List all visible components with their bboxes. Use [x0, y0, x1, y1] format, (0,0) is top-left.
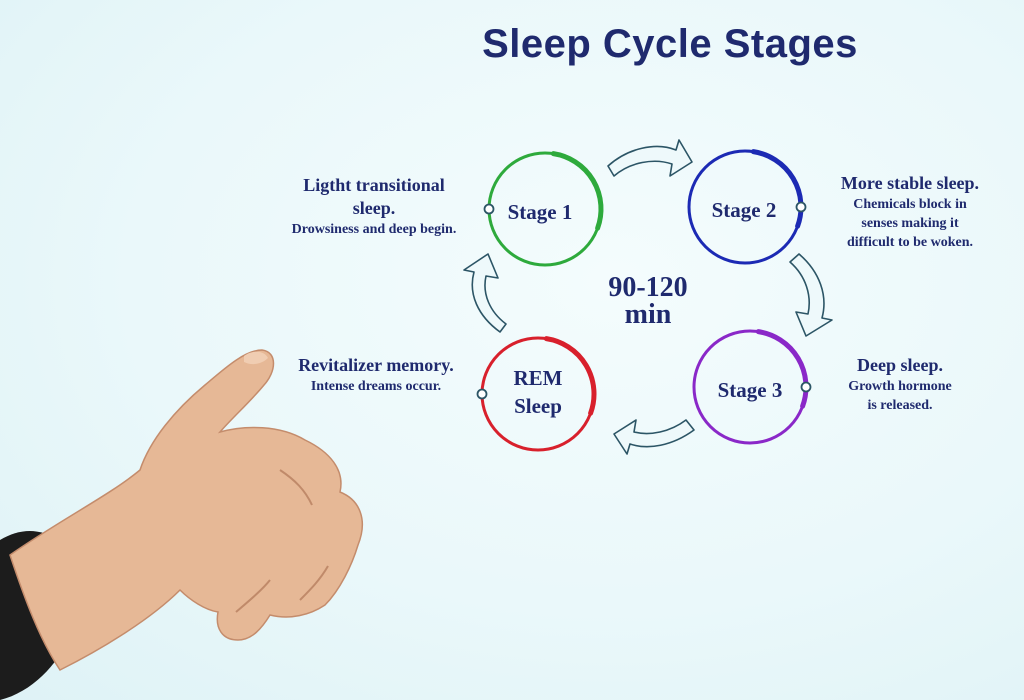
- cycle-duration: 90-120 min: [578, 272, 718, 330]
- stage-circles: [476, 149, 812, 452]
- stage-1-label-line: Stage 1: [507, 200, 573, 224]
- stage-1-connector-dot: [483, 203, 495, 215]
- pointing-hand-illustration: [0, 349, 363, 700]
- stage-2-description-body-1: Chemicals block in: [853, 197, 967, 212]
- stage-3-description-body-2: is released.: [867, 398, 933, 413]
- rem-sleep-label: REM Sleep: [478, 364, 598, 420]
- arrow-stage3-to-rem: [613, 419, 695, 455]
- stage-3-description-head-1: Deep sleep.: [857, 355, 943, 375]
- rem-sleep-description-body-1: Intense dreams occur.: [310, 379, 442, 394]
- stage-1-description: Ligtht transitional sleep. Drowsiness an…: [262, 174, 486, 239]
- stage-1-description-head-2: sleep.: [352, 198, 396, 218]
- stage-2-connector-dot: [795, 201, 807, 213]
- rem-sleep-connector-dot: [476, 388, 488, 400]
- stage-3-label: Stage 3: [690, 376, 810, 404]
- stage-1-label: Stage 1: [480, 198, 600, 226]
- stage-3-label-line: Stage 3: [717, 378, 783, 402]
- stage-1-description-head-1: Ligtht transitional: [303, 175, 445, 195]
- stage-2-description-body-3: difficult to be woken.: [847, 235, 973, 250]
- rem-sleep-accent-arc: [543, 336, 597, 416]
- cycle-duration-unit: min: [624, 299, 672, 330]
- rem-sleep-label-line-1: REM: [513, 366, 563, 390]
- arrow-rem-to-stage1: [463, 253, 507, 333]
- arrow-stage1-to-stage2: [607, 139, 693, 177]
- stage-2-description: More stable sleep. Chemicals block in se…: [812, 172, 1008, 252]
- stage-2-accent-arc: [750, 149, 804, 229]
- stage-3-accent-arc: [755, 329, 809, 409]
- stage-3-description: Deep sleep. Growth hormone is released.: [816, 354, 984, 415]
- rem-sleep-label-line-2: Sleep: [514, 394, 562, 418]
- stage-1-description-body-1: Drowsiness and deep begin.: [291, 222, 457, 237]
- stage-2-description-body-2: senses making it: [861, 216, 959, 231]
- stage-2-label-line: Stage 2: [711, 198, 777, 222]
- stage-2-label: Stage 2: [684, 196, 804, 224]
- cycle-arrows: [463, 139, 833, 455]
- rem-sleep-description-head-1: Revitalizer memory.: [298, 355, 454, 375]
- stage-1-accent-arc: [550, 151, 604, 231]
- finger-crease: [235, 469, 329, 613]
- stage-3-description-body-1: Growth hormone: [848, 379, 952, 394]
- rem-sleep-description: Revitalizer memory. Intense dreams occur…: [274, 354, 478, 396]
- stage-2-description-head-1: More stable sleep.: [840, 173, 980, 193]
- cycle-duration-value: 90-120: [608, 272, 688, 303]
- thumb-nail: [244, 351, 268, 365]
- stage-3-connector-dot: [800, 381, 812, 393]
- hand-shape: [9, 349, 363, 671]
- page-title: Sleep Cycle Stages: [482, 22, 858, 66]
- arrow-stage2-to-stage3: [789, 253, 833, 337]
